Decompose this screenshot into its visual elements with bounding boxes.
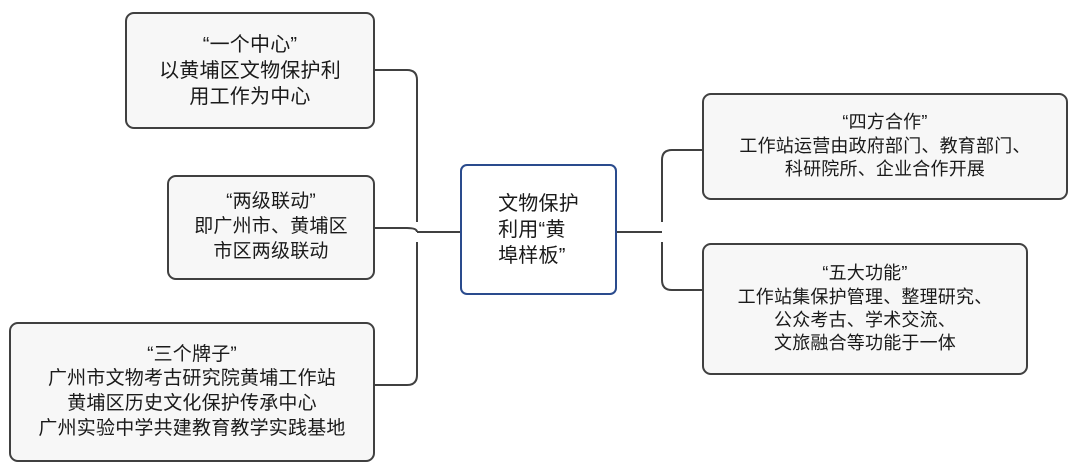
node-five-func-line-3: 公众考古、学术交流、 xyxy=(774,310,956,330)
node-one-center-line-2: 以黄埔区文物保护利 xyxy=(159,59,341,82)
node-four-party[interactable]: “四方合作” 工作站运营由政府部门、教育部门、 科研院所、企业合作开展 xyxy=(702,93,1068,200)
node-center[interactable]: 文物保护 利用“黄 埠样板” xyxy=(460,164,617,295)
node-four-party-line-1: “四方合作” xyxy=(842,112,928,133)
node-two-level[interactable]: “两级联动” 即广州市、黄埔区 市区两级联动 xyxy=(167,175,375,280)
node-five-func-line-1: “五大功能” xyxy=(822,263,908,284)
connector-one-center xyxy=(375,69,418,222)
node-three-plates[interactable]: “三个牌子” 广州市文物考古研究院黄埔工作站 黄埔区历史文化保护传承中心 广州实… xyxy=(9,322,375,462)
node-three-plates-line-4: 广州实验中学共建教育教学实践基地 xyxy=(38,417,346,439)
connector-two-level xyxy=(375,227,418,233)
node-center-text: 文物保护 利用“黄 埠样板” xyxy=(498,191,579,269)
connector-three-plates xyxy=(375,242,418,386)
node-one-center[interactable]: “一个中心” 以黄埔区文物保护利 用工作为中心 xyxy=(125,12,375,129)
node-three-plates-line-3: 黄埔区历史文化保护传承中心 xyxy=(67,393,317,414)
node-five-func-line-4: 文旅融合等功能于一体 xyxy=(774,333,956,354)
node-five-func[interactable]: “五大功能” 工作站集保护管理、整理研究、 公众考古、学术交流、 文旅融合等功能… xyxy=(702,243,1028,375)
node-three-plates-line-2: 广州市文物考古研究院黄埔工作站 xyxy=(47,368,336,390)
node-one-center-line-1: “一个中心” xyxy=(202,33,298,56)
node-three-plates-line-1: “三个牌子” xyxy=(147,343,237,365)
node-two-level-line-2: 即广州市、黄埔区 xyxy=(194,216,348,238)
node-two-level-line-3: 市区两级联动 xyxy=(213,240,329,262)
node-one-center-line-3: 用工作为中心 xyxy=(189,85,311,108)
connector-four-party xyxy=(661,149,702,222)
node-center-line-1: 文物保护 xyxy=(498,192,579,215)
node-four-party-line-3: 科研院所、企业合作开展 xyxy=(784,159,986,180)
node-four-party-line-2: 工作站运营由政府部门、教育部门、 xyxy=(739,135,1031,156)
connector-five-func xyxy=(661,242,702,291)
node-center-line-2: 利用“黄 xyxy=(498,218,566,241)
node-five-func-line-2: 工作站集保护管理、整理研究、 xyxy=(737,286,993,307)
node-center-line-3: 埠样板” xyxy=(498,244,566,267)
node-two-level-line-1: “两级联动” xyxy=(226,191,316,213)
